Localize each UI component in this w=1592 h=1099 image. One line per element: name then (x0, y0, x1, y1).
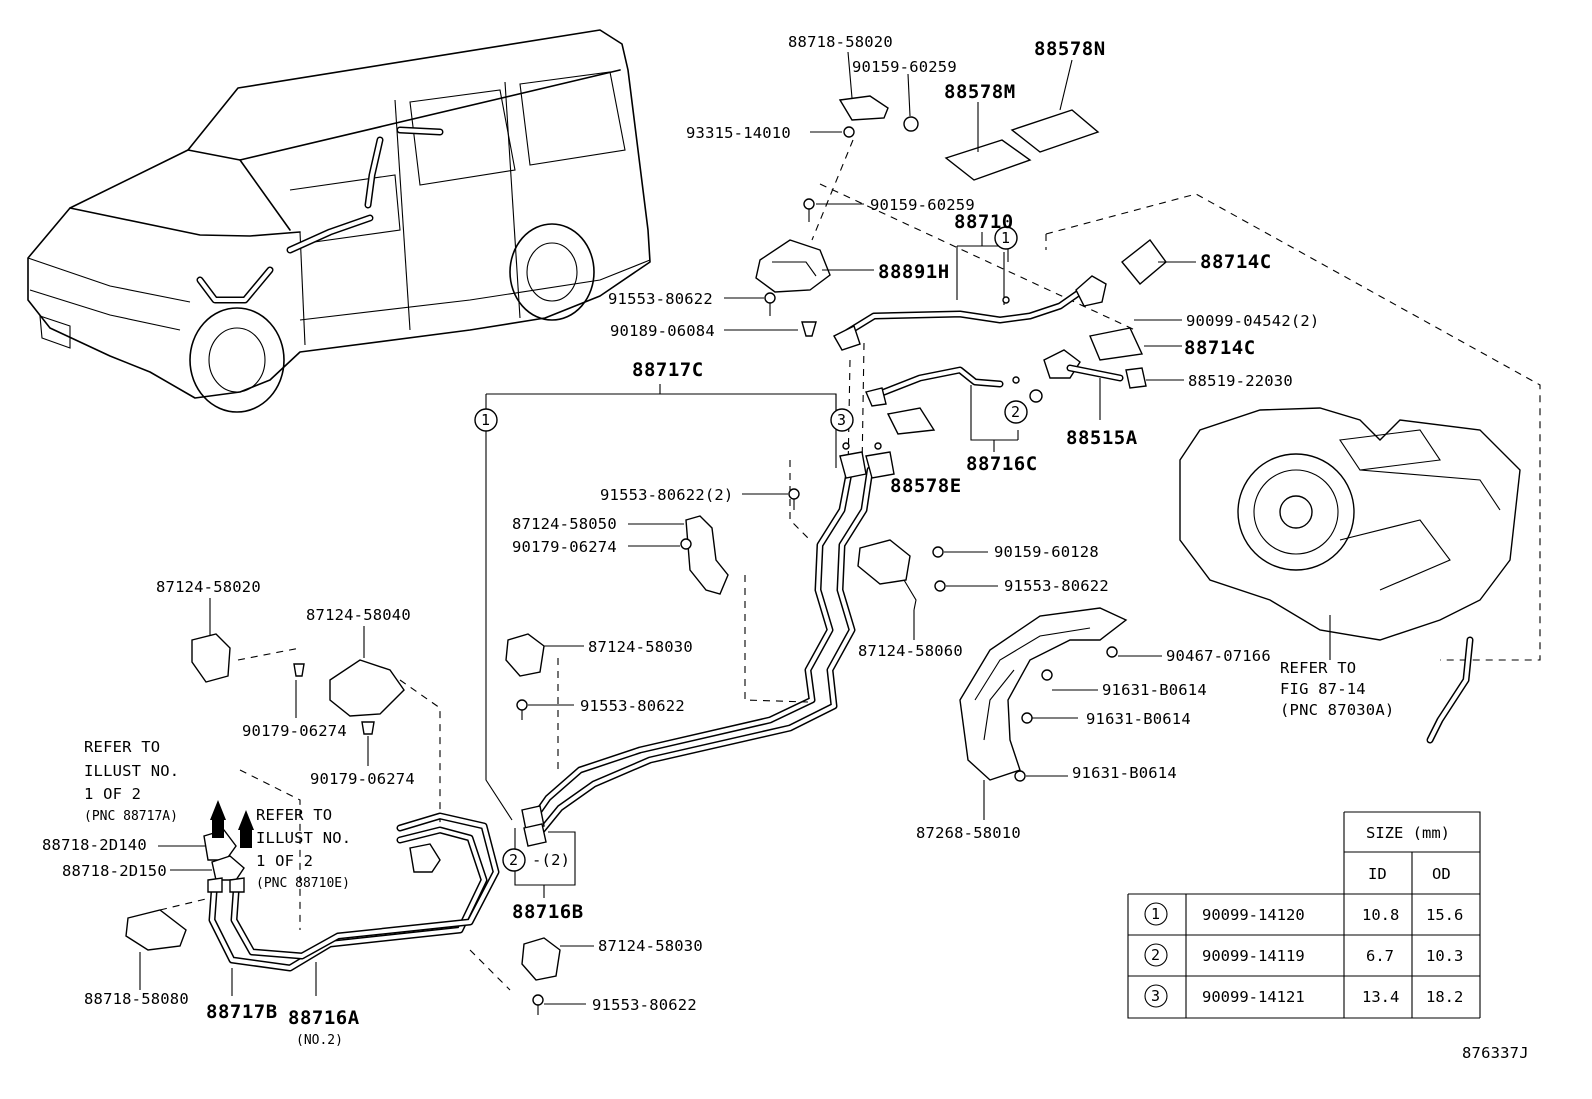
size-table-col-od: OD (1432, 865, 1451, 883)
filter-parts (886, 109, 1167, 435)
callout-88519-22030: 88519-22030 (1188, 372, 1293, 390)
callout-91631-B0614-a: 91631-B0614 (1102, 681, 1207, 699)
callout-88891H: 88891H (878, 261, 950, 283)
size-row-1-id: 10.8 (1362, 906, 1399, 924)
refer-88717A-line3: 1 OF 2 (84, 785, 141, 803)
callout-88717C: 88717C (632, 359, 704, 381)
van-illustration (27, 29, 651, 413)
size-row-3-id: 13.4 (1362, 988, 1399, 1006)
size-row-3-mark: 3 (1151, 987, 1160, 1005)
callout-88710: 88710 (954, 211, 1014, 233)
callout-88578E: 88578E (890, 475, 962, 497)
left-lower-group (125, 633, 511, 991)
callout-2-qty: -(2) (532, 851, 570, 869)
callout-90179-06274-left: 90179-06274 (242, 722, 347, 740)
callout-91553-80622-bottom: 91553-80622 (592, 996, 697, 1014)
callout-88714C-upper: 88714C (1200, 251, 1272, 273)
callout-88718-2D150: 88718-2D150 (62, 862, 167, 880)
size-row-1-part: 90099-14120 (1202, 906, 1305, 924)
refer-blower-line3: (PNC 87030A) (1280, 701, 1394, 719)
size-row-1-od: 15.6 (1426, 906, 1463, 924)
callout-87124-58030-lower: 87124-58030 (598, 937, 703, 955)
refer-88717A-line2: ILLUST NO. (84, 762, 179, 780)
callout-88718-58080: 88718-58080 (84, 990, 189, 1008)
callout-87124-58040: 87124-58040 (306, 606, 411, 624)
refer-88717A-line4: (PNC 88717A) (84, 809, 178, 824)
callout-87124-58050: 87124-58050 (512, 515, 617, 533)
callout-90189-06084: 90189-06084 (610, 322, 715, 340)
circle-marker-1-a: 1 (1001, 229, 1010, 247)
refer-88710E-line3: 1 OF 2 (256, 852, 313, 870)
size-table-grid (1127, 811, 1481, 1019)
middle-clamps (505, 488, 946, 1015)
leader-lines (139, 51, 1196, 1005)
circle-marker-3: 3 (837, 411, 846, 429)
circled-numbers: 1 2 3 1 2 (481, 229, 1020, 869)
size-row-3-part: 90099-14121 (1202, 988, 1305, 1006)
callout-87124-58030-upper: 87124-58030 (588, 638, 693, 656)
callout-88717B: 88717B (206, 1001, 278, 1023)
refer-88710E-line1: REFER TO (256, 806, 332, 824)
size-table: SIZE (mm) ID OD 1 90099-14120 10.8 15.6 … (1151, 824, 1463, 1006)
callout-88718-2D140: 88718-2D140 (42, 836, 147, 854)
callout-labels: 88718-58020 90159-60259 93315-14010 8857… (42, 33, 1319, 1048)
refer-88710E-line4: (PNC 88710E) (256, 876, 350, 891)
callout-88578M: 88578M (944, 81, 1016, 103)
callout-91553-80622-2: 91553-80622(2) (600, 486, 733, 504)
size-row-2-od: 10.3 (1426, 947, 1463, 965)
figure-number: 876337J (1462, 1044, 1529, 1062)
size-table-col-id: ID (1368, 865, 1387, 883)
callout-90159-60128: 90159-60128 (994, 543, 1099, 561)
callout-88716A-note: (NO.2) (296, 1033, 343, 1048)
size-row-2-part: 90099-14119 (1202, 947, 1305, 965)
callout-87124-58020: 87124-58020 (156, 578, 261, 596)
circle-marker-2-b: 2 (509, 851, 518, 869)
circle-marker-2-a: 2 (1011, 403, 1020, 421)
callout-90467-07166: 90467-07166 (1166, 647, 1271, 665)
size-row-2-id: 6.7 (1366, 947, 1394, 965)
callout-90099-04542: 90099-04542(2) (1186, 312, 1319, 330)
circle-marker-1-b: 1 (481, 411, 490, 429)
callout-88716C: 88716C (966, 453, 1038, 475)
circled-markers (474, 226, 1028, 872)
callout-90179-06274-lower: 90179-06274 (310, 770, 415, 788)
refer-notes: REFER TO FIG 87-14 (PNC 87030A) REFER TO… (84, 659, 1394, 891)
top-bracket-group (755, 95, 1136, 473)
size-table-header: SIZE (mm) (1366, 824, 1450, 842)
callout-88718-58020: 88718-58020 (788, 33, 893, 51)
blower-unit (1045, 193, 1541, 744)
shield-87268-58010 (959, 607, 1128, 820)
upper-pipes (833, 252, 1147, 450)
refer-blower-line1: REFER TO (1280, 659, 1356, 677)
callout-91553-80622-mid: 91553-80622 (580, 697, 685, 715)
size-row-1-mark: 1 (1151, 905, 1160, 923)
refer-88717A-line1: REFER TO (84, 738, 160, 756)
callout-91631-B0614-c: 91631-B0614 (1072, 764, 1177, 782)
callout-88716B: 88716B (512, 901, 584, 923)
callout-90179-06274-mid: 90179-06274 (512, 538, 617, 556)
size-row-2-mark: 2 (1151, 946, 1160, 964)
refer-88710E-line2: ILLUST NO. (256, 829, 351, 847)
callout-91553-80622-right: 91553-80622 (1004, 577, 1109, 595)
refer-blower-line2: FIG 87-14 (1280, 680, 1366, 698)
callout-88515A: 88515A (1066, 427, 1138, 449)
callout-90159-60259-top: 90159-60259 (852, 58, 957, 76)
callout-90159-60259-mid: 90159-60259 (870, 196, 975, 214)
main-pipes (521, 451, 895, 847)
callout-91631-B0614-b: 91631-B0614 (1086, 710, 1191, 728)
callout-91553-80622-top: 91553-80622 (608, 290, 713, 308)
callout-88578N: 88578N (1034, 38, 1106, 60)
group-brackets (956, 232, 1101, 452)
callout-87124-58060: 87124-58060 (858, 642, 963, 660)
callout-88714C-lower: 88714C (1184, 337, 1256, 359)
size-row-3-od: 18.2 (1426, 988, 1463, 1006)
callout-88716A: 88716A (288, 1007, 360, 1029)
callout-93315-14010: 93315-14010 (686, 124, 791, 142)
callout-87268-58010: 87268-58010 (916, 824, 1021, 842)
